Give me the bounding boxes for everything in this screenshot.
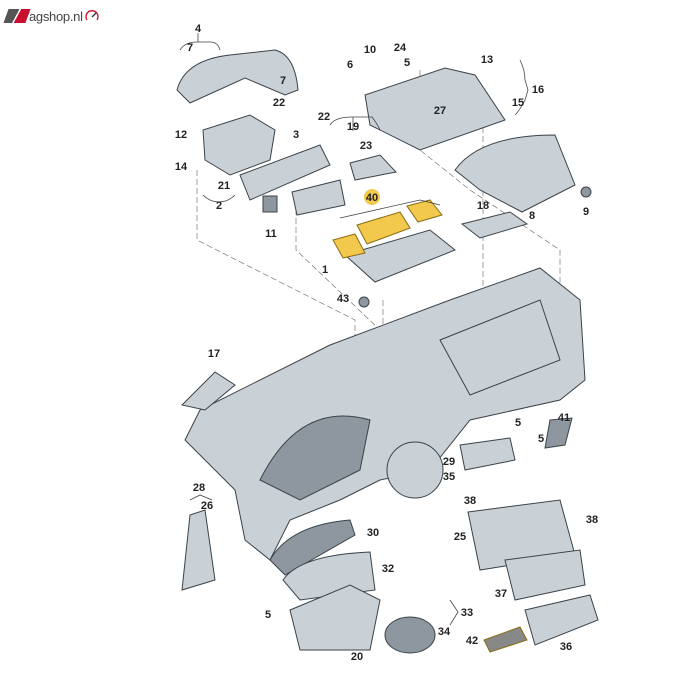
leader-lines	[179, 33, 529, 626]
callout[interactable]: 6	[347, 59, 353, 71]
part-29	[459, 437, 516, 471]
callout[interactable]: 22	[273, 97, 285, 109]
callout[interactable]: 34	[438, 626, 451, 638]
callout[interactable]: 21	[218, 180, 230, 192]
callout[interactable]: 43	[337, 293, 349, 305]
callout[interactable]: 37	[495, 588, 507, 600]
vagshop-logo[interactable]: agshop.nl	[3, 8, 100, 24]
part-37	[504, 549, 586, 601]
callout[interactable]: 7	[280, 75, 286, 87]
callout[interactable]: 18	[477, 200, 489, 212]
part-18-cover	[460, 211, 529, 239]
callout[interactable]: 32	[382, 563, 394, 575]
callout[interactable]: 1	[322, 264, 328, 276]
callout[interactable]: 15	[512, 97, 524, 109]
part-1-tray	[344, 229, 456, 283]
speedometer-icon	[85, 10, 99, 21]
part-8-glovebox-lid	[454, 134, 576, 213]
callout[interactable]: 4	[195, 23, 202, 35]
callout[interactable]: 19	[347, 121, 359, 133]
part-28-trim	[181, 509, 216, 591]
callout[interactable]: 10	[364, 44, 376, 56]
callout[interactable]: 13	[481, 54, 493, 66]
part-11	[262, 195, 278, 213]
callout[interactable]: 28	[193, 482, 205, 494]
callout[interactable]: 23	[360, 140, 372, 152]
callout[interactable]: 33	[461, 607, 473, 619]
part-4-cover	[176, 49, 299, 104]
callout[interactable]: 41	[558, 412, 570, 424]
part-33	[289, 584, 381, 651]
callout[interactable]: 35	[443, 471, 455, 483]
part-36	[524, 594, 599, 646]
callout[interactable]: 2	[216, 200, 222, 212]
callout[interactable]: 5	[265, 609, 271, 621]
callout[interactable]: 24	[394, 42, 407, 54]
callout[interactable]: 29	[443, 456, 455, 468]
callout[interactable]: 17	[208, 348, 220, 360]
part-23-plate	[349, 154, 397, 181]
callout[interactable]: 22	[318, 111, 330, 123]
callout[interactable]: 38	[464, 495, 476, 507]
logo-text: agshop.nl	[29, 8, 83, 24]
callout[interactable]: 7	[187, 42, 193, 54]
callout[interactable]: 20	[351, 651, 363, 663]
callout[interactable]: 11	[265, 228, 277, 240]
callout[interactable]: 16	[532, 84, 544, 96]
callout[interactable]: 30	[367, 527, 379, 539]
callout[interactable]: 14	[175, 161, 188, 173]
part-34-ring	[384, 616, 436, 654]
callout[interactable]: 8	[529, 210, 535, 222]
part-3-frame	[239, 144, 331, 201]
callout[interactable]: 5	[404, 57, 410, 69]
callout[interactable]: 25	[454, 531, 466, 543]
part-40-mats	[332, 199, 443, 259]
part-19-tray	[291, 179, 346, 216]
callout-labels: 4 7 7 22 22 3 19 23 12 14 21 2 11 10 6 2…	[175, 23, 598, 663]
part-30	[269, 519, 356, 576]
callout[interactable]: 42	[466, 635, 478, 647]
highlight-badge	[364, 189, 380, 205]
part-43	[358, 296, 370, 308]
part-2-bracket	[202, 114, 276, 176]
callout[interactable]: 3	[293, 129, 299, 141]
callout[interactable]: 9	[583, 206, 589, 218]
callout[interactable]: 38	[586, 514, 598, 526]
part-9	[580, 186, 592, 198]
part-41	[544, 417, 573, 449]
callout-highlighted[interactable]: 40	[366, 192, 378, 204]
part-42	[483, 626, 528, 653]
dashboard-main	[184, 267, 586, 561]
part-16-glovebox-housing	[364, 67, 506, 151]
callout[interactable]: 26	[201, 500, 213, 512]
callout[interactable]: 5	[515, 417, 521, 429]
callout[interactable]: 36	[560, 641, 572, 653]
callout[interactable]: 5	[538, 433, 544, 445]
part-17	[180, 371, 236, 411]
callout[interactable]: 27	[434, 105, 446, 117]
callout[interactable]: 12	[175, 129, 187, 141]
